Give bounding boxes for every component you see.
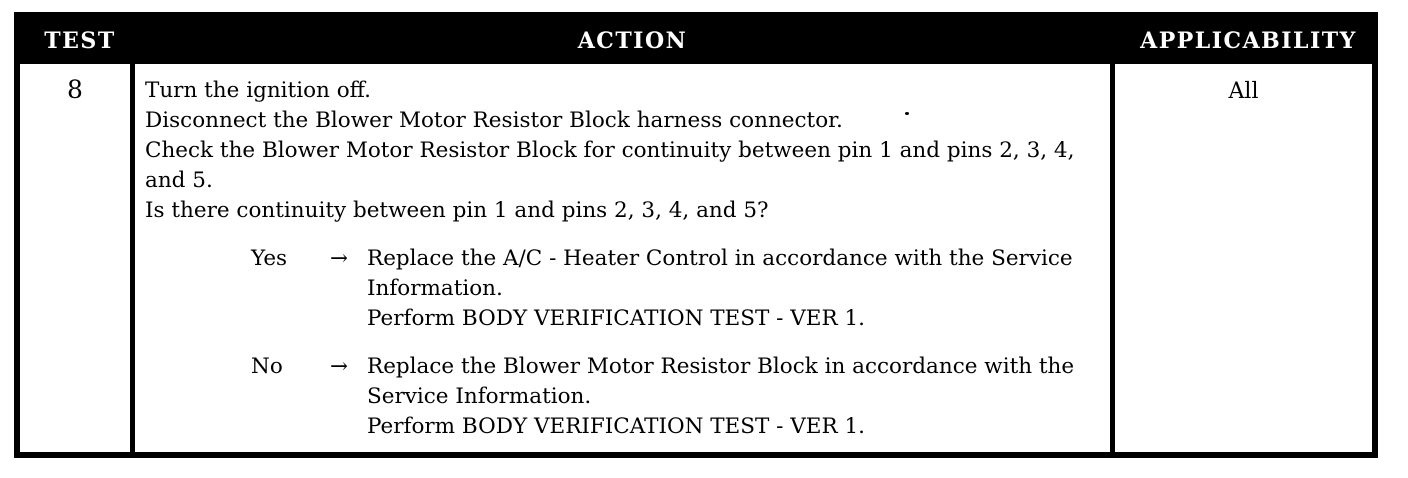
diagnostic-test-table: TEST ACTION APPLICABILITY 8 Turn the ign… (14, 12, 1378, 458)
branch-yes-label: Yes (251, 246, 288, 271)
branch-yes: Yes → Replace the A/C - Heater Control i… (251, 244, 1100, 334)
branch-no-label: No (251, 354, 283, 379)
header-test: TEST (44, 28, 116, 54)
branch-line: Replace the A/C - Heater Control in acco… (367, 246, 1073, 271)
branch-line: Perform BODY VERIFICATION TEST - VER 1. (367, 414, 866, 439)
branch-no-instructions: Replace the Blower Motor Resistor Block … (367, 352, 1100, 442)
arrow-right-icon: → (329, 246, 348, 271)
branch-line: Replace the Blower Motor Resistor Block … (367, 354, 1075, 379)
branch-line: Perform BODY VERIFICATION TEST - VER 1. (367, 306, 866, 331)
action-line: Is there continuity between pin 1 and pi… (145, 198, 769, 223)
branch-yes-instructions: Replace the A/C - Heater Control in acco… (367, 244, 1100, 334)
action-line: and 5. (145, 168, 213, 193)
action-line: Turn the ignition off. (145, 78, 371, 103)
applicability-cell: All (1228, 79, 1259, 104)
arrow-right-icon: → (329, 354, 348, 379)
branch-line: Service Information. (367, 384, 592, 409)
table-header-row: TEST ACTION APPLICABILITY (20, 18, 1372, 64)
table-row: 8 Turn the ignition off. Disconnect the … (20, 64, 1372, 452)
header-applicability: APPLICABILITY (1140, 28, 1357, 54)
header-action: ACTION (577, 28, 688, 54)
action-cell: Turn the ignition off. Disconnect the Bl… (135, 64, 1115, 452)
test-number-cell: 8 (20, 64, 135, 452)
branch-no: No → Replace the Blower Motor Resistor B… (251, 352, 1100, 442)
action-line: Disconnect the Blower Motor Resistor Blo… (145, 108, 843, 133)
action-line: Check the Blower Motor Resistor Block fo… (145, 138, 1075, 163)
branch-line: Information. (367, 276, 503, 301)
scan-artifact-dot (905, 112, 909, 115)
